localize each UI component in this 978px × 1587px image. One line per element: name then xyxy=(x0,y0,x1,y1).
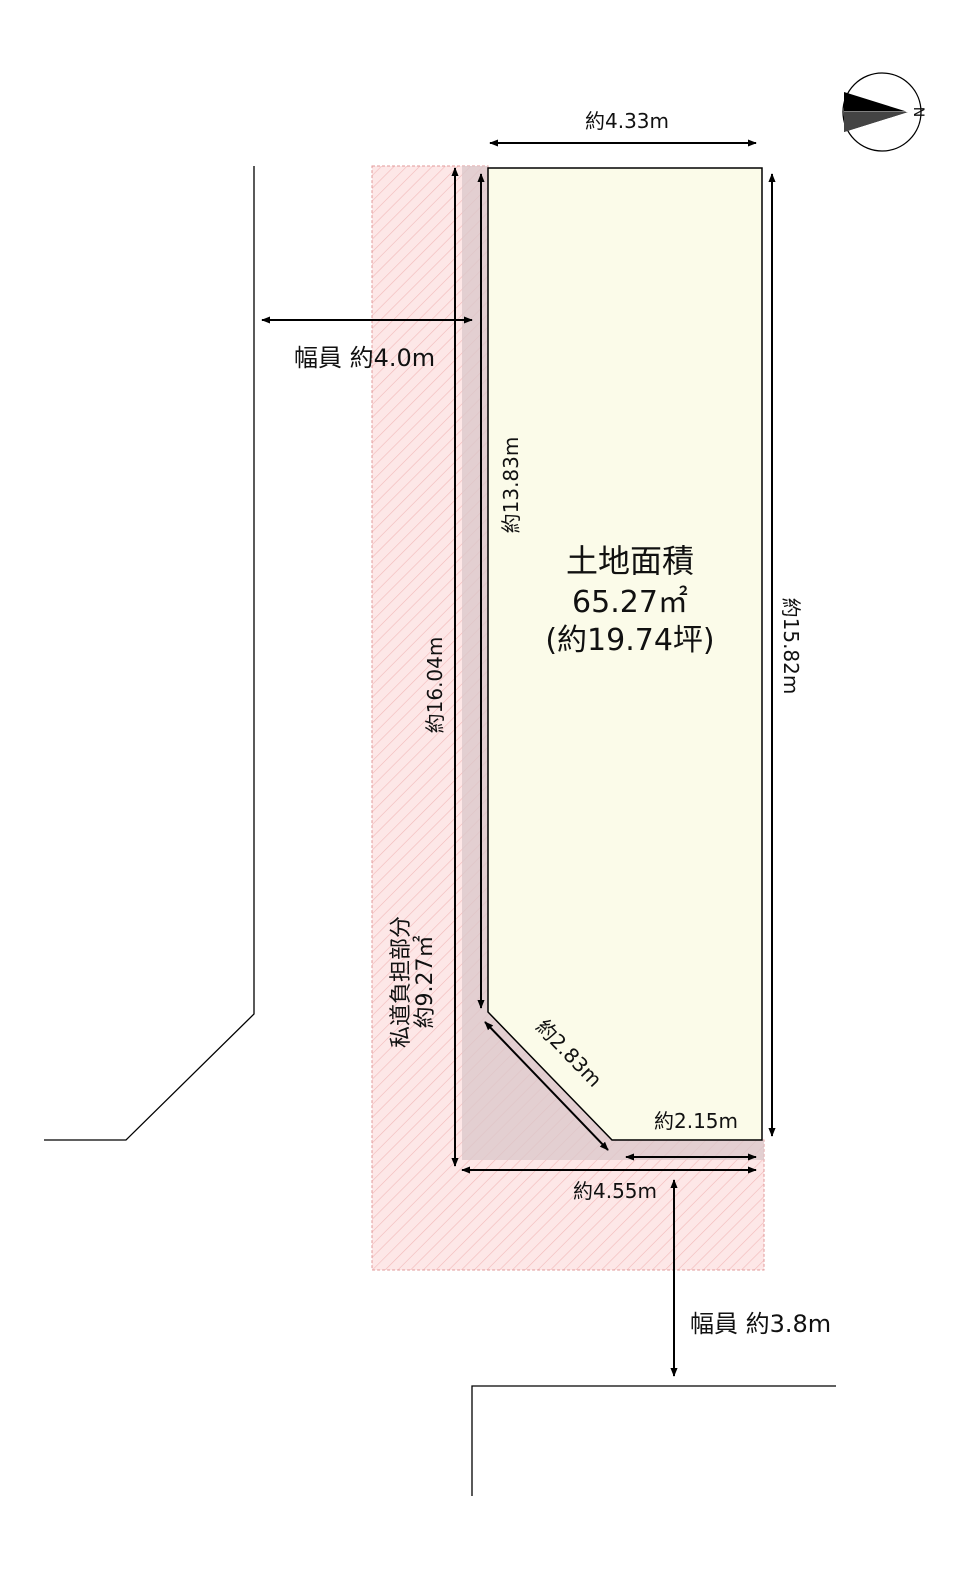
setback-label: 私道負担部分 約9.27㎡ xyxy=(389,916,438,1048)
lot-area: 65.27㎡ xyxy=(572,585,688,620)
north-label: N xyxy=(910,107,926,117)
dim-line-corner-cut xyxy=(484,1021,609,1151)
label-inner-left: 約13.83m xyxy=(499,437,523,534)
north-arrow-icon: N xyxy=(842,72,926,152)
setback-label-line2: 約9.27㎡ xyxy=(412,936,438,1029)
label-south-road: 幅員 約3.8m xyxy=(690,1310,831,1338)
label-outer-left: 約16.04m xyxy=(423,637,447,734)
label-top-width: 約4.33m xyxy=(585,109,669,133)
label-bottom-total: 約4.55m xyxy=(573,1179,657,1203)
label-west-road: 幅員 約4.0m xyxy=(294,344,435,372)
setback-label-line1: 私道負担部分 xyxy=(389,916,414,1048)
lot-tsubo: (約19.74坪) xyxy=(545,623,714,658)
label-right-length: 約15.82m xyxy=(779,598,803,695)
lot-title: 土地面積 xyxy=(566,542,694,580)
lot-polygon xyxy=(487,167,763,1141)
south-road-edge xyxy=(471,1385,836,1496)
label-bottom-right: 約2.15m xyxy=(654,1109,738,1133)
west-road-edge xyxy=(44,166,255,1141)
